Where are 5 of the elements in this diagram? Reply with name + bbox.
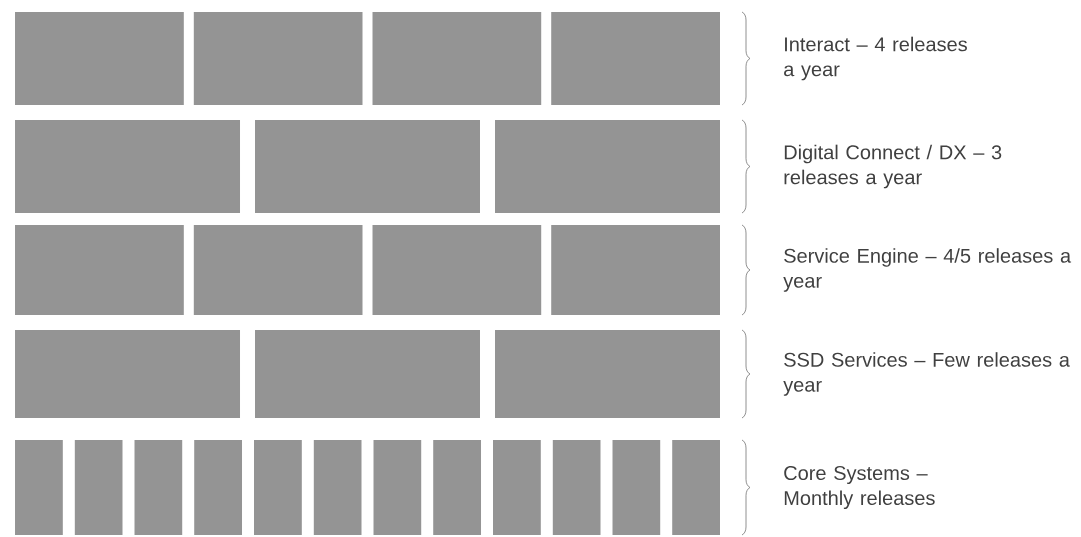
- row-label: Service Engine – 4/5 releases a year: [783, 248, 1072, 292]
- row-label: SSD Services – Few releases a year: [783, 352, 1070, 396]
- row-label: Core Systems – Monthly releases: [784, 465, 935, 510]
- row-label: Interact – 4 releases a year: [784, 36, 967, 81]
- row-label: Digital Connect / DX – 3 releases a year: [784, 144, 1002, 189]
